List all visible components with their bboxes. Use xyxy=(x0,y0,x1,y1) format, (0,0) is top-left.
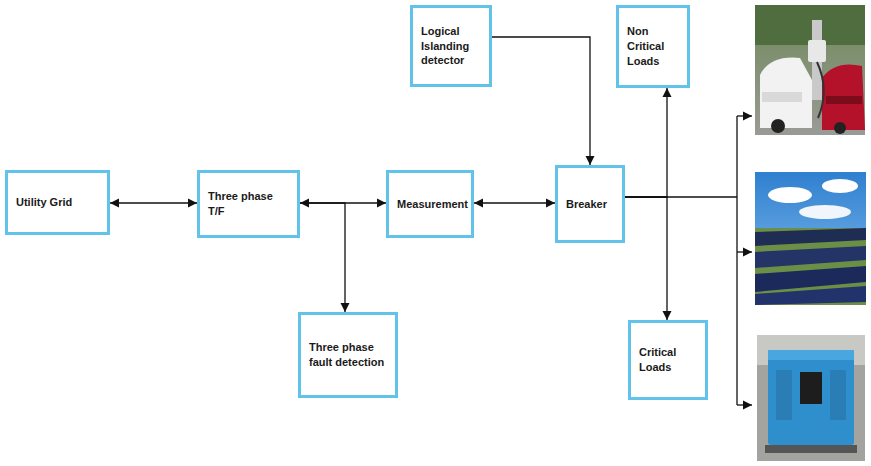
connector-arrow xyxy=(625,197,667,320)
ev-charging-photo-part xyxy=(755,5,865,135)
box-label: Critical Loads xyxy=(639,345,697,375)
generator-photo-part xyxy=(768,350,854,360)
ev-charging-photo-part xyxy=(826,96,862,104)
box-label: Breaker xyxy=(566,197,607,212)
generator-photo-part xyxy=(757,335,865,461)
box-label: Three phase fault detection xyxy=(309,340,387,370)
ev-charging-photo-part xyxy=(762,92,802,102)
box-label: Three phase T/F xyxy=(208,189,289,219)
ev-charging-photo xyxy=(755,5,865,135)
generator-photo xyxy=(757,335,865,461)
solar-farm-photo-part xyxy=(755,286,866,305)
process-box: Three phase fault detection xyxy=(298,312,398,398)
generator-photo-part xyxy=(830,370,846,420)
connector-arrow xyxy=(625,88,667,197)
process-box: Three phase T/F xyxy=(197,170,300,238)
ev-charging-photo-part xyxy=(760,58,812,128)
generator-photo-part xyxy=(776,370,792,420)
connector-arrow xyxy=(300,203,345,312)
ev-charging-photo-part xyxy=(834,122,846,134)
ev-charging-photo-part xyxy=(808,40,826,62)
ev-charging-photo-part xyxy=(771,119,785,133)
connector-arrow xyxy=(474,202,555,203)
process-box: Critical Loads xyxy=(628,320,708,400)
box-label: Logical Islanding detector xyxy=(421,24,481,69)
process-box: Measurement xyxy=(386,170,474,238)
solar-farm-photo-part xyxy=(755,228,866,246)
process-box: Non Critical Loads xyxy=(616,5,690,88)
solar-farm-photo-part xyxy=(799,205,851,219)
ev-charging-photo-part xyxy=(822,65,865,131)
solar-farm-photo-part xyxy=(755,228,866,305)
generator-photo-part xyxy=(768,350,854,445)
solar-farm-photo-part xyxy=(822,179,858,193)
load-wires-part xyxy=(737,115,752,116)
generator-photo-part xyxy=(800,372,822,404)
solar-farm-photo xyxy=(755,172,866,305)
box-label: Measurement xyxy=(397,197,468,212)
load-wires-part xyxy=(737,404,752,405)
box-label: Non Critical Loads xyxy=(627,24,679,69)
connector-arrow xyxy=(110,202,197,203)
solar-farm-photo-part xyxy=(755,246,866,268)
process-box: Utility Grid xyxy=(5,170,110,235)
load-wires xyxy=(625,116,752,405)
process-box: Breaker xyxy=(555,165,625,243)
solar-farm-photo-part xyxy=(768,187,812,203)
process-box: Logical Islanding detector xyxy=(410,5,492,87)
solar-farm-photo-part xyxy=(755,172,866,305)
load-wires-part xyxy=(737,251,752,252)
connector-arrow xyxy=(492,37,590,165)
generator-photo-part xyxy=(765,445,857,453)
load-wires-part xyxy=(736,116,737,405)
box-label: Utility Grid xyxy=(16,195,72,210)
ev-charging-photo-part xyxy=(817,62,824,118)
ev-charging-photo-part xyxy=(755,5,865,45)
